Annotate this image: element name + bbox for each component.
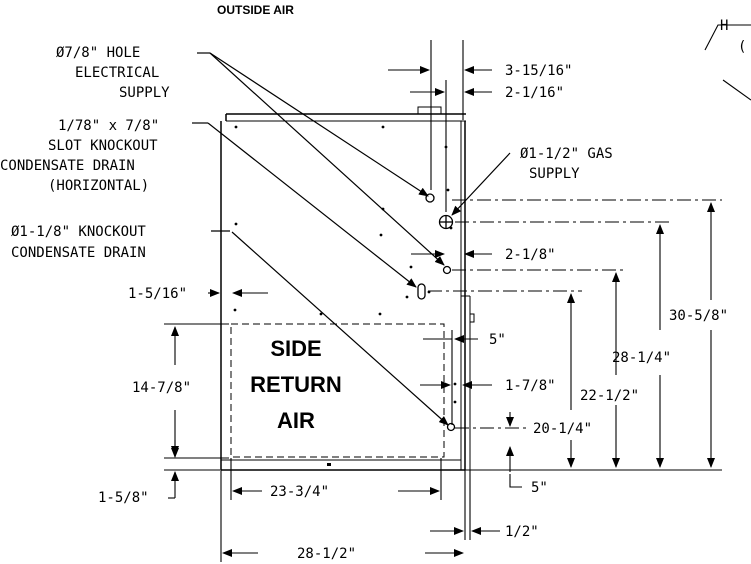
cabinet (220, 106, 475, 471)
leader-lines (192, 52, 511, 426)
cabinet-screw-dots (233, 125, 457, 466)
slot-knockout (417, 283, 426, 300)
air-label: AIR (277, 408, 315, 433)
dim-3-15-16: 3-15/16" (505, 63, 572, 79)
knockout-size-label: Ø1-1/8" KNOCKOUT (11, 224, 146, 240)
dim-14-7-8: 14-7/8" (132, 380, 191, 396)
gas-supply-label: SUPPLY (529, 166, 580, 182)
dimension-lines (164, 24, 751, 562)
callout-labels: OUTSIDE AIR H ( Ø7/8" HOLE ELECTRICAL SU… (0, 3, 746, 433)
corner-label-paren: ( (738, 39, 746, 55)
outside-air-label: OUTSIDE AIR (217, 3, 294, 17)
dim-1-5-16: 1-5/16" (128, 286, 187, 302)
dim-5-top: 5" (489, 332, 506, 348)
knockout-holes (417, 193, 456, 432)
electrical-hole-label: Ø7/8" HOLE (56, 45, 140, 61)
dim-28-1-4: 28-1/4" (612, 350, 671, 366)
slot-size-label: 1/78" x 7/8" (58, 118, 159, 134)
side-label: SIDE (270, 336, 321, 361)
dim-1-2: 1/2" (505, 524, 539, 540)
dim-23-3-4: 23-3/4" (270, 484, 329, 500)
return-label: RETURN (250, 372, 342, 397)
dim-1-5-8: 1-5/8" (98, 490, 149, 506)
condensate-knockout-hole (442, 265, 452, 275)
dim-5-bottom: 5" (531, 480, 548, 496)
electrical-supply-label: SUPPLY (119, 85, 170, 101)
lower-knockout-hole (446, 422, 456, 432)
slot-knockout-label: SLOT KNOCKOUT (48, 138, 158, 154)
electrical-hole (425, 193, 435, 203)
corner-label-h: H (720, 18, 728, 34)
slot-horizontal-label: (HORIZONTAL) (48, 178, 149, 194)
dimension-labels: 3-15/16" 2-1/16" 2-1/8" 1-5/16" 5" 14-7/… (98, 63, 728, 562)
dim-30-5-8: 30-5/8" (669, 308, 728, 324)
knockout-condensate-label: CONDENSATE DRAIN (11, 245, 146, 261)
dim-28-1-2: 28-1/2" (297, 546, 356, 562)
dim-22-1-2: 22-1/2" (580, 388, 639, 404)
gas-supply-size-label: Ø1-1/2" GAS (520, 146, 613, 162)
dim-2-1-16: 2-1/16" (505, 85, 564, 101)
dim-1-7-8: 1-7/8" (505, 378, 556, 394)
dim-2-1-8: 2-1/8" (505, 247, 556, 263)
dim-20-1-4: 20-1/4" (533, 421, 592, 437)
slot-condensate-label: CONDENSATE DRAIN (0, 158, 135, 174)
electrical-label: ELECTRICAL (75, 65, 159, 81)
